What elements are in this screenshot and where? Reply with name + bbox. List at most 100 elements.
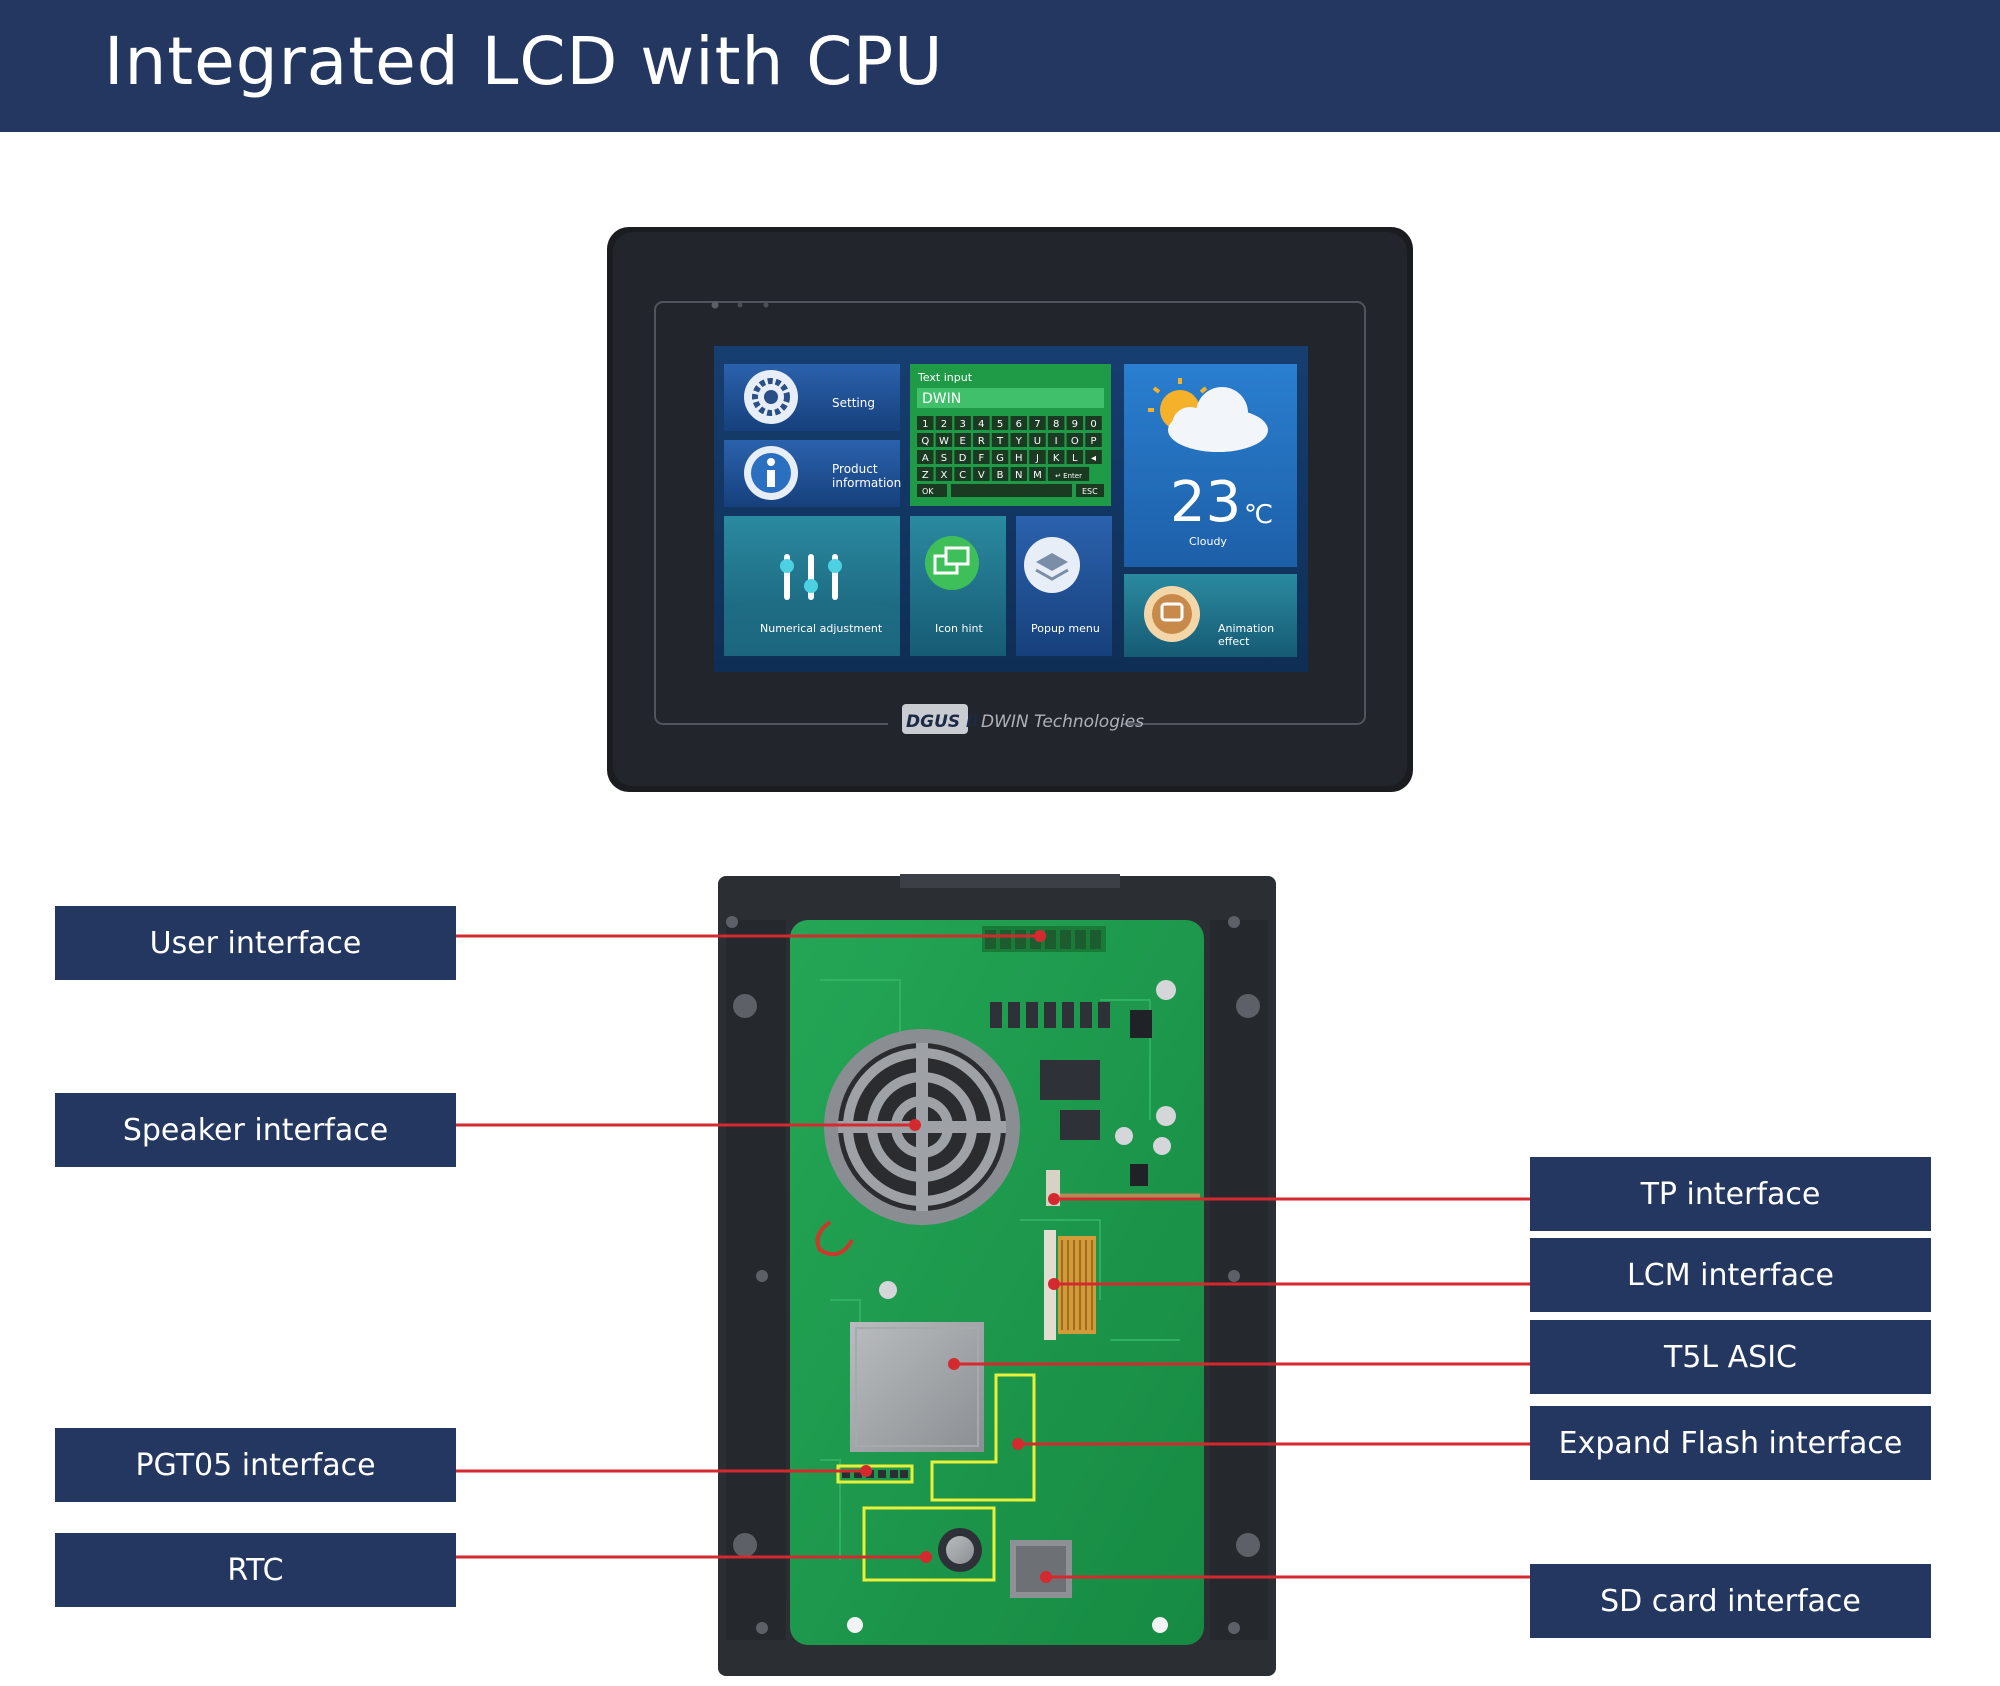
rtc-outline <box>862 1506 996 1582</box>
key-label-2-8: L <box>1072 453 1078 464</box>
gear-teeth <box>752 378 790 416</box>
key-label-1-4: T <box>996 436 1004 447</box>
key-1-6 <box>1029 433 1046 447</box>
key-label-3-5: N <box>1015 470 1022 481</box>
key-label-0-4: 5 <box>997 419 1003 430</box>
key-2-7 <box>1047 450 1065 464</box>
key-3-7 <box>1047 467 1090 481</box>
key-3-5 <box>1010 467 1027 481</box>
key-label-0-6: 7 <box>1034 419 1040 430</box>
key-2-0 <box>917 450 934 464</box>
label-tp-interface: TP interface <box>1530 1157 1931 1231</box>
sensor-dot-2 <box>737 302 743 308</box>
sun-cloud-icon <box>1148 378 1268 452</box>
tile-product-label-1: Product <box>832 462 878 476</box>
header-banner: Integrated LCD with CPU <box>0 0 2000 132</box>
key-label-2-0: A <box>922 453 929 464</box>
key-ok <box>917 484 947 497</box>
key-3-0 <box>917 467 934 481</box>
key-label-2-2: D <box>959 453 967 464</box>
tile-setting-label: Setting <box>832 396 875 410</box>
dgus-badge-label: DGUS II <box>906 712 979 732</box>
key-label-0-3: 4 <box>978 419 984 430</box>
label-pgt05-interface: PGT05 interface <box>55 1428 456 1502</box>
temperature-value: 23 <box>1170 470 1241 535</box>
front-display: Setting Product information Text input D… <box>607 227 1413 792</box>
weather-label: Cloudy <box>1189 535 1227 548</box>
label-t5l-asic: T5L ASIC <box>1530 1320 1931 1394</box>
key-label-0-5: 6 <box>1016 419 1022 430</box>
key-label-3-3: V <box>978 470 985 481</box>
key-0-6 <box>1029 416 1046 430</box>
sensor-dot-3 <box>763 302 769 308</box>
key-2-6 <box>1029 450 1046 464</box>
key-2-2 <box>954 450 971 464</box>
t5l-asic-shield <box>850 1322 984 1452</box>
key-label-1-7: I <box>1055 436 1058 447</box>
tile-popup-label: Popup menu <box>1031 622 1100 635</box>
tile-animation-label-2: effect <box>1218 635 1250 648</box>
key-label-0-1: 2 <box>941 419 947 430</box>
key-label-0-2: 3 <box>959 419 965 430</box>
key-label-3-0: Z <box>922 470 929 481</box>
key-label-1-3: R <box>978 436 985 447</box>
key-label-3-6: M <box>1033 470 1042 481</box>
page-title: Integrated LCD with CPU <box>104 23 944 100</box>
key-0-5 <box>1010 416 1027 430</box>
key-3-4 <box>991 467 1009 481</box>
key-label-2-6: J <box>1035 453 1039 464</box>
leader-dots <box>860 930 1060 1583</box>
key-1-7 <box>1047 433 1065 447</box>
flash-outline <box>930 1373 1036 1502</box>
brand-label: DWIN Technologies <box>981 712 1144 732</box>
label-expand-flash-interface: Expand Flash interface <box>1530 1406 1931 1480</box>
key-2-4 <box>991 450 1009 464</box>
key-1-4 <box>991 433 1009 447</box>
key-0-7 <box>1047 416 1065 430</box>
key-2-5 <box>1010 450 1027 464</box>
key-2-9 <box>1085 450 1102 464</box>
key-label-3-1: X <box>941 470 948 481</box>
key-0-8 <box>1066 416 1084 430</box>
key-esc-label: ESC <box>1082 487 1098 496</box>
key-label-1-2: E <box>959 436 965 447</box>
key-0-9 <box>1085 416 1102 430</box>
label-lcm-interface: LCM interface <box>1530 1238 1931 1312</box>
key-2-1 <box>935 450 953 464</box>
key-1-8 <box>1066 433 1084 447</box>
key-2-8 <box>1066 450 1084 464</box>
sliders-icon <box>780 554 842 600</box>
sensor-dot <box>711 301 719 309</box>
key-label-2-4: G <box>996 453 1004 464</box>
label-sd-card-interface: SD card interface <box>1530 1564 1931 1638</box>
key-label-3-4: B <box>997 470 1004 481</box>
key-label-3-2: C <box>959 470 966 481</box>
label-user-interface: User interface <box>55 906 456 980</box>
key-label-0-8: 9 <box>1072 419 1078 430</box>
key-label-2-9: ◂ <box>1091 453 1096 464</box>
key-label-1-9: P <box>1091 436 1097 447</box>
tile-icon-hint-label: Icon hint <box>935 622 983 635</box>
key-1-3 <box>973 433 990 447</box>
mount-holes <box>847 1617 1168 1633</box>
text-input-field <box>917 388 1104 408</box>
pcb-back <box>718 874 1276 1676</box>
key-3-3 <box>973 467 990 481</box>
tile-numerical-label: Numerical adjustment <box>760 622 883 635</box>
key-0-2 <box>954 416 971 430</box>
key-0-3 <box>973 416 990 430</box>
key-1-5 <box>1010 433 1027 447</box>
key-space <box>951 484 1072 497</box>
text-input-label: Text input <box>917 371 973 384</box>
leader-lines <box>456 934 1530 1579</box>
key-ok-label: OK <box>922 487 934 496</box>
key-label-2-3: F <box>978 453 984 464</box>
capacitors <box>879 980 1176 1299</box>
key-0-4 <box>991 416 1009 430</box>
temperature-unit: ℃ <box>1244 500 1273 530</box>
key-label-1-8: O <box>1071 436 1079 447</box>
key-0-1 <box>935 416 953 430</box>
key-esc <box>1076 484 1104 497</box>
pgt05-header <box>836 1464 914 1484</box>
